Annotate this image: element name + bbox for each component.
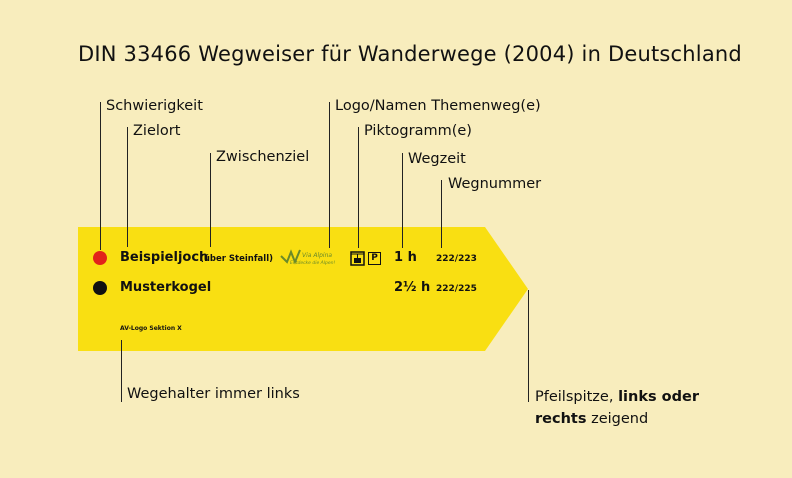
row1-route: 222/223 (436, 254, 477, 264)
row1-logo-line1: Via Alpina (302, 252, 333, 259)
signpost-arrow (78, 227, 528, 351)
label-route-number: Wegnummer (448, 176, 542, 192)
row1-via: (über Steinfall) (200, 254, 273, 264)
via-alpina-logo-icon (280, 249, 301, 265)
label-arrow-tip-post: zeigend (586, 411, 649, 427)
leader-route (441, 180, 442, 248)
leader-destination (127, 127, 128, 247)
leader-arrow-tip (528, 290, 529, 402)
leader-difficulty (100, 102, 101, 250)
label-pictogram: Piktogramm(e) (364, 123, 472, 139)
holder-text: AV-Logo Sektion X (120, 325, 182, 332)
row1-logo-line2: Entdecke die Alpen! (290, 261, 336, 266)
label-arrow-tip-bold2: rechts (535, 411, 587, 427)
label-walking-time: Wegzeit (408, 151, 466, 167)
leader-intermediate (210, 153, 211, 247)
difficulty-dot-red (93, 251, 107, 265)
cable-car-icon (350, 251, 365, 266)
leader-time (402, 153, 403, 248)
label-arrow-tip: Pfeilspitze, links oder rechts zeigend (535, 386, 699, 430)
page-title: DIN 33466 Wegweiser für Wanderwege (2004… (78, 42, 742, 66)
row1-time: 1 h (394, 250, 417, 265)
parking-icon: P (368, 252, 381, 265)
label-intermediate: Zwischenziel (216, 149, 310, 165)
row1-destination: Beispieljoch (120, 250, 209, 265)
leader-holder (121, 340, 122, 402)
row2-time: 2½ h (394, 280, 431, 295)
label-difficulty: Schwierigkeit (106, 98, 203, 114)
label-logo-theme: Logo/Namen Themenweg(e) (335, 98, 541, 114)
label-destination: Zielort (133, 123, 181, 139)
label-arrow-tip-bold1: links oder (618, 389, 699, 405)
row2-destination: Musterkogel (120, 280, 212, 295)
row2-route: 222/225 (436, 284, 477, 294)
label-holder: Wegehalter immer links (127, 386, 300, 402)
leader-pictogram (358, 127, 359, 248)
label-arrow-tip-pre: Pfeilspitze, (535, 389, 619, 405)
difficulty-dot-black (93, 281, 107, 295)
leader-logo (329, 102, 330, 248)
